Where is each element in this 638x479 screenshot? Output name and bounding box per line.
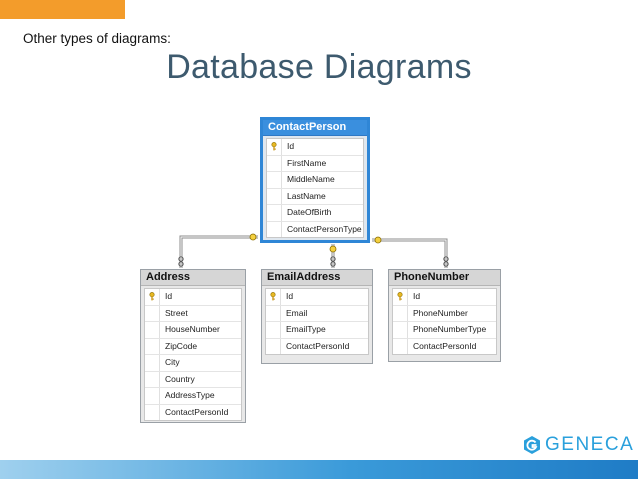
column-row[interactable]: Id bbox=[266, 289, 368, 306]
row-selector bbox=[145, 388, 160, 404]
row-selector bbox=[145, 404, 160, 420]
table-header-contactperson: ContactPerson bbox=[263, 120, 367, 136]
column-name: ContactPersonId bbox=[413, 340, 477, 351]
column-name: ZipCode bbox=[165, 340, 198, 351]
key-icon bbox=[393, 289, 408, 305]
rel-key-end-phone bbox=[374, 236, 382, 244]
column-name: Street bbox=[165, 307, 188, 318]
column-row[interactable]: DateOfBirth bbox=[267, 205, 363, 222]
row-selector bbox=[393, 305, 408, 321]
column-row[interactable]: Id bbox=[267, 139, 363, 156]
column-name: Id bbox=[287, 141, 295, 151]
column-name: Id bbox=[165, 291, 173, 301]
row-selector bbox=[266, 322, 281, 338]
column-row[interactable]: Id bbox=[145, 289, 241, 306]
column-name: HouseNumber bbox=[165, 324, 220, 334]
column-row[interactable]: EmailType bbox=[266, 322, 368, 339]
row-selector bbox=[393, 322, 408, 338]
column-row[interactable]: Email bbox=[266, 305, 368, 322]
row-selector bbox=[267, 172, 282, 188]
column-row[interactable]: Id bbox=[393, 289, 496, 306]
column-row[interactable]: Country bbox=[145, 371, 241, 388]
column-name: City bbox=[165, 357, 180, 367]
row-selector bbox=[267, 155, 282, 171]
column-name: ContactPersonId bbox=[165, 406, 229, 417]
row-selector bbox=[267, 205, 282, 221]
column-row[interactable]: LastName bbox=[267, 188, 363, 205]
row-selector bbox=[266, 305, 281, 321]
column-row[interactable]: HouseNumber bbox=[145, 322, 241, 339]
key-icon bbox=[267, 139, 282, 155]
rel-key-end-email bbox=[329, 245, 337, 253]
column-row[interactable]: Street bbox=[145, 305, 241, 322]
column-row[interactable]: PhoneNumberType bbox=[393, 322, 496, 339]
row-selector bbox=[393, 338, 408, 354]
table-header-phonenumber: PhoneNumber bbox=[389, 270, 500, 286]
geneca-logo-icon bbox=[524, 436, 540, 454]
rel-key-end-address bbox=[249, 233, 257, 241]
bottom-bar bbox=[0, 460, 638, 479]
column-row[interactable]: ContactPersonId bbox=[266, 338, 368, 354]
geneca-logo: GENECA bbox=[522, 434, 634, 456]
column-name: AddressType bbox=[165, 390, 215, 400]
column-name: Email bbox=[286, 307, 308, 318]
rel-contactperson-phone bbox=[372, 238, 448, 268]
row-selector bbox=[145, 355, 160, 371]
rel-contactperson-address bbox=[179, 235, 258, 268]
column-name: Country bbox=[165, 373, 195, 384]
column-row[interactable]: AddressType bbox=[145, 388, 241, 405]
column-name: LastName bbox=[287, 190, 326, 201]
key-icon bbox=[145, 289, 160, 305]
row-selector bbox=[145, 338, 160, 354]
column-row[interactable]: MiddleName bbox=[267, 172, 363, 189]
table-header-address: Address bbox=[141, 270, 245, 286]
column-name: MiddleName bbox=[287, 174, 335, 184]
key-icon bbox=[266, 289, 281, 305]
accent-tab bbox=[0, 0, 125, 19]
table-header-emailaddress: EmailAddress bbox=[262, 270, 372, 286]
column-name: ContactPersonId bbox=[286, 340, 350, 351]
column-row[interactable]: ContactPersonId bbox=[393, 338, 496, 354]
column-name: EmailType bbox=[286, 324, 326, 334]
row-selector bbox=[145, 371, 160, 387]
row-selector bbox=[145, 305, 160, 321]
slide-subtitle: Other types of diagrams: bbox=[23, 31, 171, 46]
column-row[interactable]: ContactPersonId bbox=[145, 404, 241, 420]
row-selector bbox=[267, 221, 282, 237]
logo-text: GENECA bbox=[545, 434, 635, 455]
column-name: Id bbox=[286, 291, 294, 301]
column-row[interactable]: ContactPersonType bbox=[267, 221, 363, 237]
row-selector bbox=[145, 322, 160, 338]
column-name: FirstName bbox=[287, 157, 327, 168]
row-selector bbox=[267, 188, 282, 204]
column-name: Id bbox=[413, 291, 421, 301]
slide-title: Database Diagrams bbox=[166, 48, 472, 86]
column-row[interactable]: FirstName bbox=[267, 155, 363, 172]
column-row[interactable]: PhoneNumber bbox=[393, 305, 496, 322]
column-name: PhoneNumber bbox=[413, 307, 468, 318]
column-name: PhoneNumberType bbox=[413, 324, 487, 334]
column-row[interactable]: ZipCode bbox=[145, 338, 241, 355]
row-selector bbox=[266, 338, 281, 354]
column-name: ContactPersonType bbox=[287, 223, 362, 234]
column-row[interactable]: City bbox=[145, 355, 241, 372]
column-name: DateOfBirth bbox=[287, 207, 332, 217]
